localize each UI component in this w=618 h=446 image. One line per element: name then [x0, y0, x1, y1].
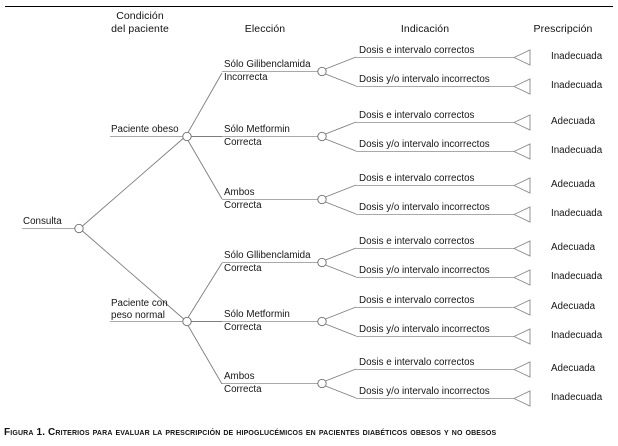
figure-caption: Figura 1. Criterios para evaluar la pres…: [4, 427, 497, 438]
edge-choice-6-outcome-b: [325, 385, 357, 399]
outcome-3a-terminal-triangle: [513, 177, 531, 194]
choice-6-node-circle: [317, 378, 327, 389]
column-header-indicacion: Indicación: [400, 23, 450, 35]
indication-label-3b: Dosis y/o intervalo incorrectos: [359, 202, 490, 213]
choice-label-correctness-5: Correcta: [224, 322, 262, 333]
edge-choice-4-outcome-b: [325, 264, 357, 278]
indication-label-6b: Dosis y/o intervalo incorrectos: [359, 386, 490, 397]
choice-3-node-circle: [317, 194, 327, 205]
choice-label-drug-5: Sólo Metformin: [224, 309, 290, 320]
outcome-2a-terminal-triangle: [513, 114, 531, 131]
column-header-eleccion: Elección: [244, 23, 286, 35]
prescription-label-1b: Inadecuada: [551, 80, 603, 91]
choice-label-drug-1: Sólo Gilibenclamida: [224, 59, 311, 70]
edge-peso-normal-to-choice-3: [187, 325, 223, 385]
choice-label-drug-6: Ambos: [224, 371, 255, 382]
indication-label-3a: Dosis e intervalo correctos: [359, 173, 475, 184]
indication-label-6a: Dosis e intervalo correctos: [359, 357, 475, 368]
indication-label-1b: Dosis y/o intervalo incorrectos: [359, 74, 490, 85]
choice-label-correctness-2: Correcta: [224, 137, 262, 148]
choice-label-correctness-1: Incorrecta: [224, 72, 268, 83]
outcome-6a-terminal-triangle: [513, 361, 531, 378]
edge-choice-4-outcome-a: [325, 247, 357, 261]
prescription-label-4a: Adecuada: [551, 242, 596, 253]
outcome-5b-terminal-triangle: [513, 328, 531, 345]
prescription-label-4b: Inadecuada: [551, 271, 603, 282]
condicion-peso-normal-node-circle: [182, 316, 192, 327]
outcome-3b-terminal-triangle: [513, 206, 531, 223]
edge-choice-1-outcome-a: [325, 56, 357, 70]
indication-label-5b: Dosis y/o intervalo incorrectos: [359, 324, 490, 335]
root-label-consulta: Consulta: [23, 216, 62, 227]
choice-1-node-circle: [317, 66, 327, 77]
root-node-circle: [74, 223, 84, 234]
indication-label-4a: Dosis e intervalo correctos: [359, 236, 475, 247]
edge-obeso-to-choice-3: [187, 140, 223, 200]
edge-peso-normal-to-choice-1: [187, 262, 223, 318]
outcome-1a-terminal-triangle: [513, 49, 531, 66]
prescription-label-1a: Inadecuada: [551, 51, 603, 62]
edge-obeso-to-choice-1: [187, 72, 223, 133]
condition-label-paciente-obeso: Paciente obeso: [111, 124, 179, 135]
prescription-label-2b: Inadecuada: [551, 145, 603, 156]
choice-label-correctness-3: Correcta: [224, 200, 262, 211]
top-divider-rule: [5, 6, 613, 7]
choice-label-drug-3: Ambos: [224, 187, 255, 198]
indication-label-2a: Dosis e intervalo correctos: [359, 110, 475, 121]
outcome-5a-terminal-triangle: [513, 299, 531, 316]
choice-5-node-circle: [317, 316, 327, 327]
edge-choice-3-outcome-a: [325, 184, 357, 198]
edge-choice-3-outcome-b: [325, 201, 357, 215]
choice-2-node-circle: [317, 131, 327, 142]
edge-choice-5-outcome-a: [325, 306, 357, 320]
prescription-label-3b: Inadecuada: [551, 208, 603, 219]
prescription-label-6a: Adecuada: [551, 363, 596, 374]
indication-label-2b: Dosis y/o intervalo incorrectos: [359, 139, 490, 150]
prescription-label-3a: Adecuada: [551, 179, 596, 190]
tree-line-artwork: [22, 49, 531, 407]
outcome-4b-terminal-triangle: [513, 269, 531, 286]
choice-label-correctness-6: Correcta: [224, 384, 262, 395]
edge-root-to-peso-normal: [82, 230, 187, 322]
choice-label-correctness-4: Correcta: [224, 263, 262, 274]
choice-label-drug-2: Sólo Metformin: [224, 124, 290, 135]
prescription-label-6b: Inadecuada: [551, 392, 603, 403]
outcome-6b-terminal-triangle: [513, 390, 531, 407]
edge-choice-2-outcome-b: [325, 138, 357, 152]
outcome-1b-terminal-triangle: [513, 78, 531, 95]
prescription-label-5b: Inadecuada: [551, 330, 603, 341]
outcome-4a-terminal-triangle: [513, 240, 531, 257]
indication-label-4b: Dosis y/o intervalo incorrectos: [359, 265, 490, 276]
column-header-condicion-del-paciente: Condición del paciente: [111, 10, 169, 35]
condition-label-paciente-peso-normal: Paciente con peso normal: [111, 298, 168, 321]
prescription-label-5a: Adecuada: [551, 301, 596, 312]
edge-root-to-obeso: [82, 135, 187, 227]
choice-4-node-circle: [317, 257, 327, 268]
indication-label-5a: Dosis e intervalo correctos: [359, 295, 475, 306]
condicion-obeso-node-circle: [182, 131, 192, 142]
edge-choice-2-outcome-a: [325, 121, 357, 135]
edge-choice-1-outcome-b: [325, 73, 357, 87]
column-header-prescripcion: Prescripción: [533, 23, 593, 35]
edge-choice-5-outcome-b: [325, 323, 357, 337]
choice-label-drug-4: Sólo Gllibenclamida: [224, 250, 311, 261]
edge-choice-6-outcome-a: [325, 368, 357, 382]
prescription-label-2a: Adecuada: [551, 116, 596, 127]
outcome-2b-terminal-triangle: [513, 143, 531, 160]
indication-label-1a: Dosis e intervalo correctos: [359, 45, 475, 56]
